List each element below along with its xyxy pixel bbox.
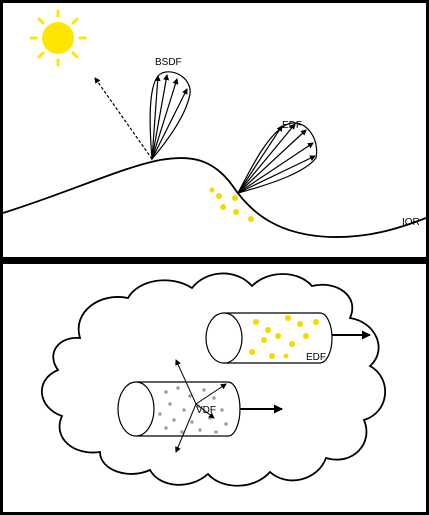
edf-lobe: [236, 122, 318, 194]
vdf-volume-cylinder: [117, 381, 241, 437]
top-panel-background: [3, 3, 426, 257]
ior-label: IOR: [402, 217, 420, 228]
surface-curve: [2, 157, 427, 238]
vdf-volume-label: VDF: [196, 405, 216, 416]
edf-label: EDF: [282, 120, 302, 131]
cloud-outline: [40, 272, 386, 487]
sun-icon: [29, 9, 87, 67]
bsdf-lobe: [149, 71, 191, 161]
bottom-panel: EDF VDF: [3, 264, 426, 512]
edf-volume-cylinder: [205, 312, 333, 364]
vdf-scattering-particles: [158, 386, 228, 434]
edf-emissive-particles: [249, 315, 319, 359]
bsdf-label: BSDF: [155, 57, 182, 68]
edf-volume-label: EDF: [306, 352, 326, 363]
vdf-scattering-arrows: [175, 359, 227, 453]
emissive-particles: [209, 187, 254, 222]
top-panel: BSDF EDF IOR: [2, 3, 427, 257]
reflection-direction-arrow: [94, 77, 153, 160]
